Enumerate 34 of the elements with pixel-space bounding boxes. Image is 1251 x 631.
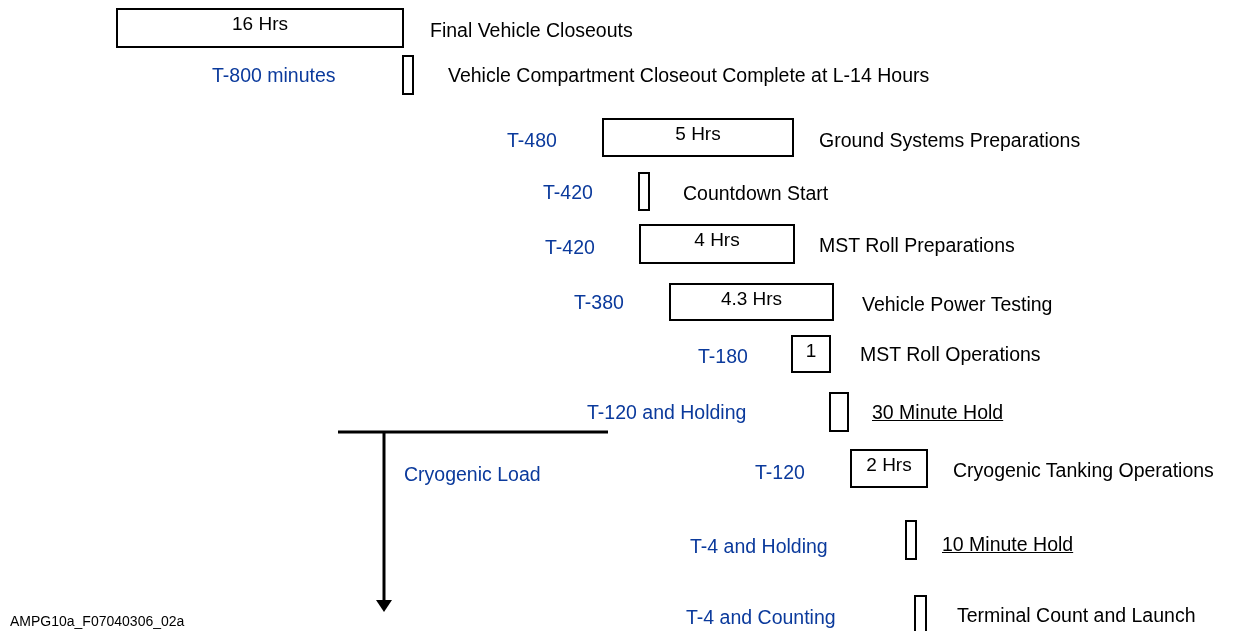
time-label: T-800 minutes [212,63,336,87]
milestone-bar [914,595,927,631]
time-label: T-120 and Holding [587,400,747,424]
duration-bar: 16 Hrs [116,8,404,48]
time-label: T-180 [698,344,748,368]
duration-bar: 2 Hrs [850,449,928,488]
activity-label: Countdown Start [683,181,829,205]
activity-label: Terminal Count and Launch [957,603,1196,627]
milestone-bar [402,55,414,95]
activity-label: MST Roll Operations [860,342,1041,366]
activity-label: Final Vehicle Closeouts [430,18,633,42]
activity-label: Cryogenic Tanking Operations [953,458,1214,482]
time-label: T-4 and Counting [686,605,836,629]
figure-id: AMPG10a_F07040306_02a [10,612,185,631]
duration-bar: 4.3 Hrs [669,283,834,321]
time-label: T-420 [545,235,595,259]
duration-bar: 5 Hrs [602,118,794,157]
activity-label: MST Roll Preparations [819,233,1015,257]
duration-bar: 1 [791,335,831,373]
activity-label: Vehicle Compartment Closeout Complete at L-14 Hours [448,63,930,87]
milestone-bar [905,520,917,560]
time-label: T-480 [507,128,557,152]
phase-label: Cryogenic Load [404,462,541,486]
milestone-bar [638,172,650,211]
time-label: T-4 and Holding [690,534,828,558]
time-label: T-380 [574,290,624,314]
activity-label: Ground Systems Preparations [819,128,1081,152]
activity-label: 30 Minute Hold [872,400,1004,424]
milestone-bar [829,392,849,432]
time-label: T-120 [755,460,805,484]
duration-bar: 4 Hrs [639,224,795,264]
activity-label: 10 Minute Hold [942,532,1074,556]
activity-label: Vehicle Power Testing [862,292,1053,316]
time-label: T-420 [543,180,593,204]
